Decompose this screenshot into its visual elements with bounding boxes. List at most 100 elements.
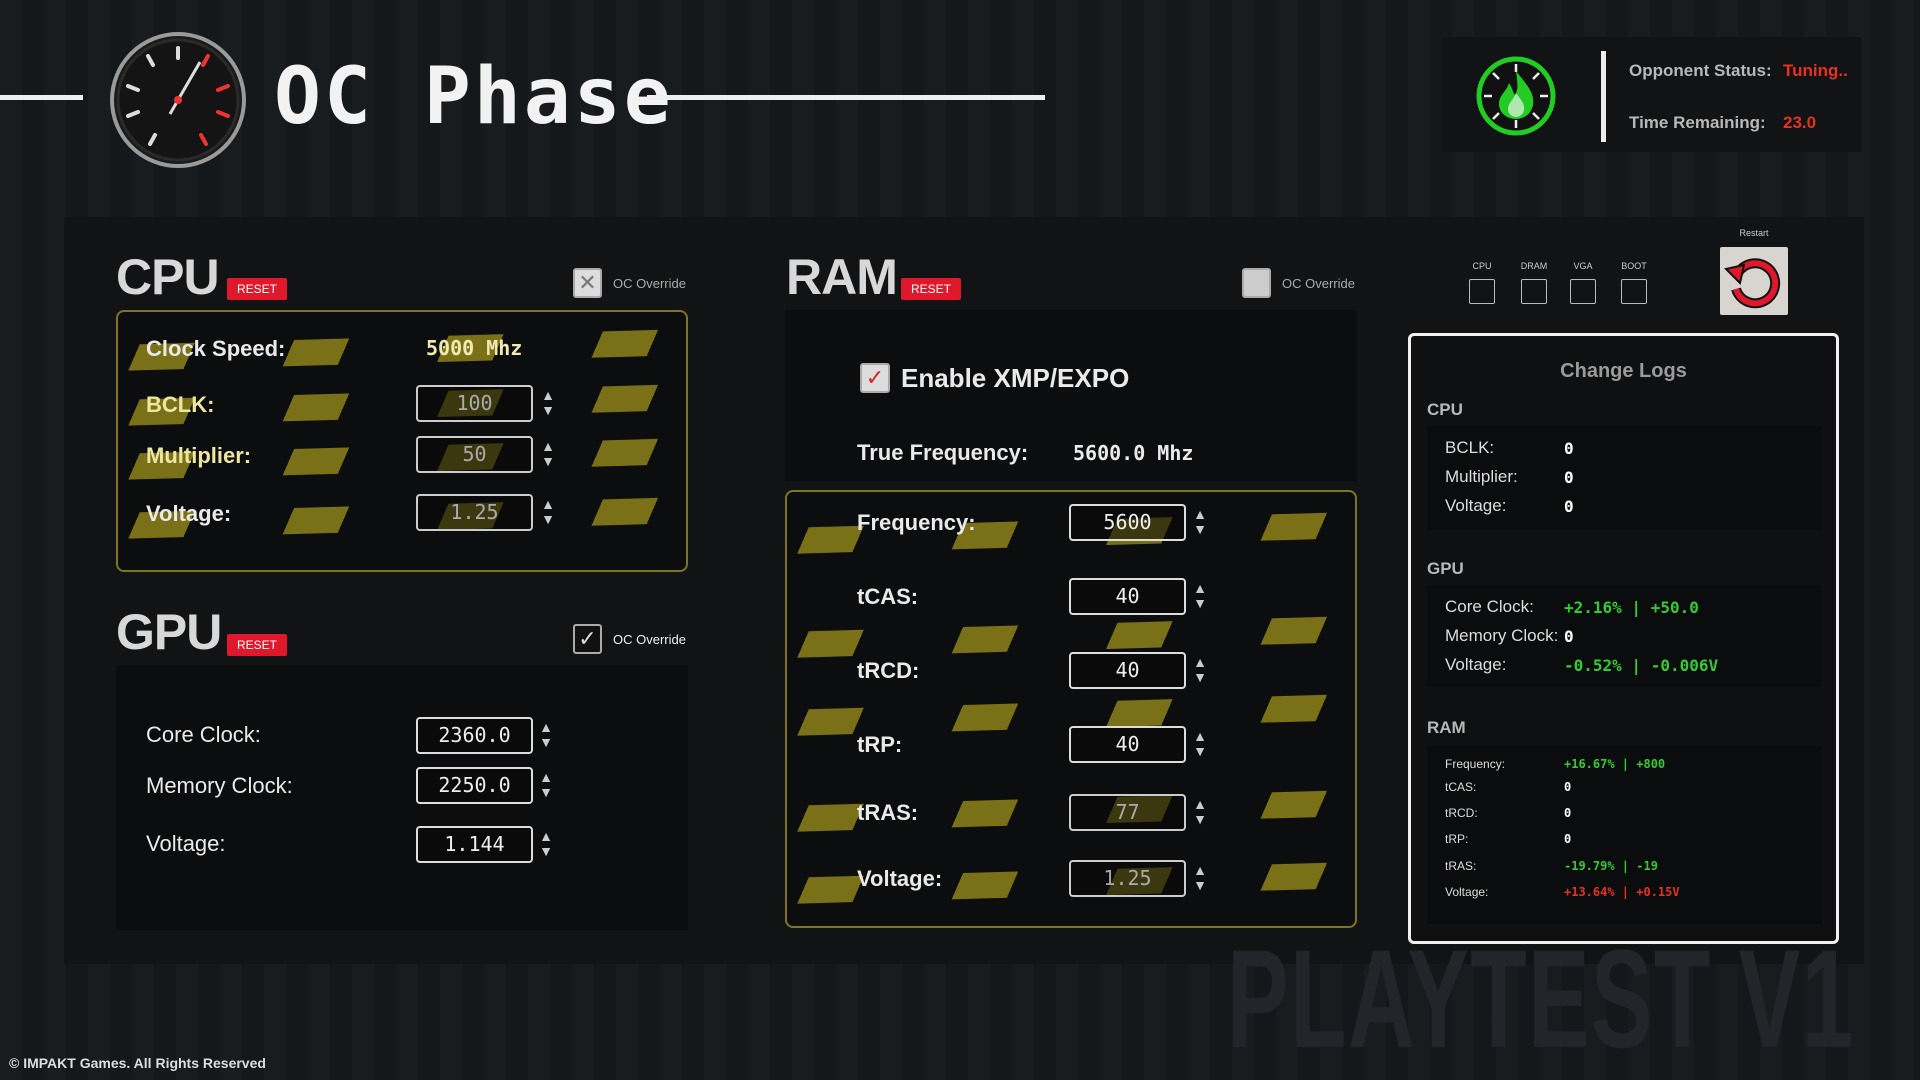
tcas-input[interactable]: 40: [1069, 578, 1186, 615]
change-logs-title: Change Logs: [1560, 360, 1687, 382]
ram-voltage-label: Voltage:: [857, 866, 943, 891]
ram-oc-override-label: OC Override: [1282, 276, 1355, 291]
ram-voltage-input[interactable]: 1.25: [1069, 860, 1186, 897]
checkmark-icon: ✓: [865, 365, 885, 390]
bclk-input[interactable]: 100: [416, 385, 533, 422]
log-value: 0: [1564, 806, 1572, 820]
log-gpu-box: Core Clock: +2.16% | +50.0 Memory Clock: 0…: [1427, 585, 1822, 687]
gpu-title: GPU: [116, 604, 222, 660]
gpu-settings-box: Core Clock: 2360.0 ▲▼ Memory Clock: 2250…: [116, 665, 688, 930]
tras-label: tRAS:: [857, 800, 919, 825]
log-value: +2.16% | +50.0: [1564, 598, 1699, 617]
page-title: OC Phase: [274, 52, 674, 142]
time-remaining-value: 23.0: [1783, 113, 1817, 132]
log-value: -19.79% | -19: [1564, 859, 1658, 873]
status-divider: [1601, 51, 1606, 142]
ram-voltage-stepper[interactable]: ▲▼: [1193, 862, 1207, 893]
memory-clock-stepper[interactable]: ▲▼: [539, 769, 553, 800]
log-value: 0: [1564, 832, 1572, 846]
true-frequency-value: 5600.0 Mhz: [1073, 441, 1194, 465]
core-clock-stepper[interactable]: ▲▼: [539, 719, 553, 750]
tcas-stepper[interactable]: ▲▼: [1193, 580, 1207, 611]
cpu-reset-button[interactable]: RESET: [227, 278, 287, 300]
cpu-voltage-label: Voltage:: [146, 501, 232, 526]
ram-reset-button[interactable]: RESET: [901, 278, 961, 300]
bclk-label: BCLK:: [146, 392, 215, 417]
log-value: +13.64% | +0.15V: [1564, 885, 1680, 899]
ram-timings-rows: Frequency: 5600 ▲▼ tCAS: 40 ▲▼ tRCD: 40 …: [785, 490, 1357, 928]
xmp-label: Enable XMP/EXPO: [901, 363, 1130, 393]
opponent-status-panel: Opponent Status: Tuning.. Time Remaining…: [1442, 37, 1861, 152]
log-value: 0: [1564, 627, 1574, 646]
log-gpu-heading: GPU: [1427, 559, 1464, 578]
restart-icon: [1724, 258, 1781, 309]
clock-speed-value: 5000 Mhz: [426, 336, 523, 360]
gpu-oc-override-checkbox[interactable]: ✓: [573, 624, 602, 654]
log-label: Memory Clock:: [1445, 626, 1559, 645]
ram-oc-override-checkbox[interactable]: [1242, 268, 1271, 298]
log-label: Voltage:: [1445, 655, 1507, 674]
tras-stepper[interactable]: ▲▼: [1193, 796, 1207, 827]
true-frequency-label: True Frequency:: [857, 440, 1029, 465]
cpu-settings-box: Clock Speed: 5000 Mhz BCLK: 100 ▲▼ Multi…: [116, 310, 688, 572]
log-label: tRAS:: [1445, 859, 1477, 873]
log-value: 0: [1564, 439, 1574, 458]
core-clock-label: Core Clock:: [146, 722, 261, 747]
bclk-stepper[interactable]: ▲▼: [541, 387, 555, 418]
trp-input[interactable]: 40: [1069, 726, 1186, 763]
cpu-oc-override-label: OC Override: [613, 276, 686, 291]
core-clock-input[interactable]: 2360.0: [416, 717, 533, 754]
playtest-watermark: PLAYTEST V1: [1227, 920, 1855, 1077]
ram-timings-box: [785, 490, 1357, 928]
cpu-voltage-stepper[interactable]: ▲▼: [541, 496, 555, 527]
log-label: Frequency:: [1445, 757, 1506, 771]
log-label: tRCD:: [1445, 806, 1478, 820]
gpu-voltage-stepper[interactable]: ▲▼: [539, 828, 553, 859]
log-label: BCLK:: [1445, 438, 1495, 457]
multiplier-stepper[interactable]: ▲▼: [541, 438, 555, 469]
boot-led-label: BOOT: [1621, 261, 1647, 271]
xmp-box: ✓ Enable XMP/EXPO True Frequency: 5600.0…: [785, 310, 1357, 481]
header-line-left: [0, 95, 83, 100]
flame-timer-icon: [1476, 56, 1556, 136]
memory-clock-input[interactable]: 2250.0: [416, 767, 533, 804]
gpu-reset-button[interactable]: RESET: [227, 634, 287, 656]
dram-led: [1521, 279, 1547, 304]
gpu-voltage-label: Voltage:: [146, 831, 226, 856]
multiplier-input[interactable]: 50: [416, 436, 533, 473]
cpu-voltage-input[interactable]: 1.25: [416, 494, 533, 531]
trcd-label: tRCD:: [857, 658, 920, 683]
cpu-led: [1469, 279, 1495, 304]
log-ram-box: Frequency:+16.67% | +800 tCAS:0 tRCD:0 t…: [1427, 746, 1822, 924]
trcd-input[interactable]: 40: [1069, 652, 1186, 689]
ram-title: RAM: [786, 249, 898, 305]
log-value: 0: [1564, 780, 1572, 794]
log-label: Voltage:: [1445, 885, 1489, 899]
opponent-status-label: Opponent Status:: [1629, 61, 1772, 80]
multiplier-label: Multiplier:: [146, 443, 252, 468]
log-label: Core Clock:: [1445, 597, 1534, 616]
ram-frequency-input[interactable]: 5600: [1069, 504, 1186, 541]
trcd-stepper[interactable]: ▲▼: [1193, 654, 1207, 685]
vga-led-label: VGA: [1573, 261, 1593, 271]
change-logs-panel: Change Logs CPU BCLK: 0 Multiplier: 0 Volt…: [1408, 333, 1839, 944]
restart-button[interactable]: [1720, 247, 1788, 315]
restart-label: Restart: [1739, 228, 1769, 238]
gpu-oc-override-label: OC Override: [613, 632, 686, 647]
boot-led: [1621, 279, 1647, 304]
cpu-oc-override-checkbox[interactable]: ✕: [573, 268, 602, 298]
log-cpu-heading: CPU: [1427, 400, 1463, 419]
time-remaining-label: Time Remaining:: [1629, 113, 1766, 132]
trp-stepper[interactable]: ▲▼: [1193, 728, 1207, 759]
log-cpu-box: BCLK:0 Multiplier:0 Voltage:0: [1427, 426, 1822, 530]
ram-frequency-stepper[interactable]: ▲▼: [1193, 506, 1207, 537]
checkmark-icon: ✓: [578, 626, 597, 651]
log-label: Multiplier:: [1445, 467, 1518, 486]
tcas-label: tCAS:: [857, 584, 919, 609]
gpu-voltage-input[interactable]: 1.144: [416, 826, 533, 863]
tras-input[interactable]: 77: [1069, 794, 1186, 831]
trp-label: tRP:: [857, 732, 903, 757]
xmp-checkbox[interactable]: ✓: [860, 363, 890, 393]
log-label: Voltage:: [1445, 496, 1507, 515]
vga-led: [1570, 279, 1596, 304]
